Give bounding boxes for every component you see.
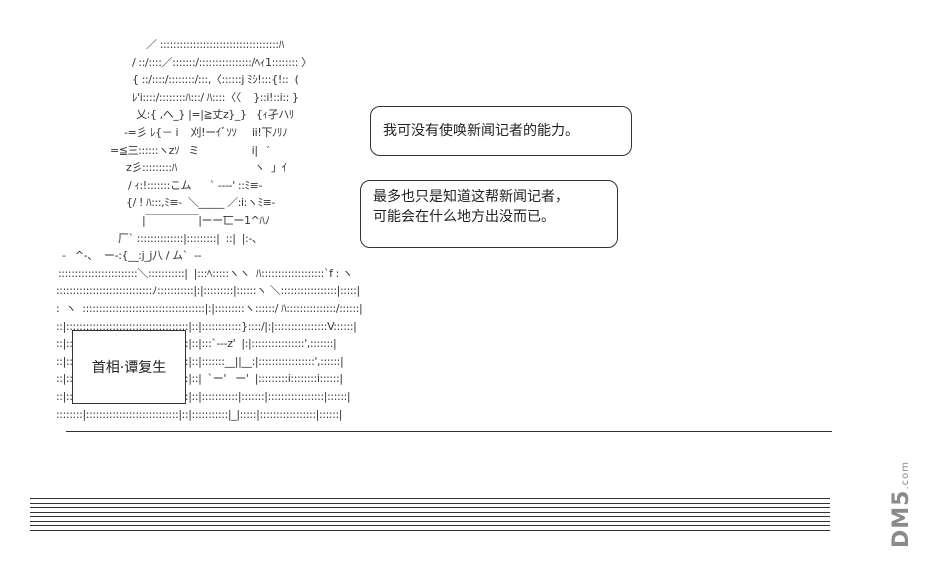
ascii-art-line: :::::::::::::::::::::::::::::ﾉ::::::::::…: [56, 284, 360, 297]
ascii-art-line: - ^-、 ー‐:{__:j_j八 / ム` -‐: [62, 249, 202, 262]
ascii-art-line: / ｨ:!:::::::こム ` ‐‐‐‐' ::ﾐ≡-: [128, 179, 263, 192]
ascii-art-line: z彡:::::::::ﾊ ヽ 」ｲ: [126, 161, 287, 174]
ascii-art-line: ﾚ'i::::/::::::::ﾊ:::/ ﾊ::::〈〈 }::i!::i::…: [132, 91, 299, 104]
desk-edge-line: [66, 431, 832, 432]
ascii-art-line: { ::/::::/::::::::/:::,〈::::::j ﾐｼ!:::{!…: [132, 73, 299, 86]
separator-line: [30, 516, 830, 522]
watermark-main-text: DM5: [888, 489, 914, 548]
ascii-art-line: 乂:{ ,ヘ_} |=|≧丈z}_} {ｨ孑ハﾘ: [136, 108, 294, 121]
speech-text-first: 我可没有使唤新闻记者的能力。: [383, 123, 579, 139]
separator-line: [30, 498, 830, 504]
ascii-art-line: ::::::::::::::::::::::::＼:::::::::::| |:…: [58, 267, 353, 280]
ascii-art-line: ::::::::|::::::::::::::::::::::::::::|::…: [56, 408, 343, 421]
ascii-art-line: 厂` ::::::::::::::|:::::::::| ::| |:-、: [118, 232, 263, 245]
ascii-art-line: {/ ! ﾊ:::,ﾐ≡- ＼_____ ／:i:ヽﾐ≡-: [126, 196, 276, 209]
nameplate-text: 首相·谭复生: [91, 360, 167, 376]
ascii-art-line: / ::/::::／:::::::/::::::::::::::::/ﾍｨ1::…: [132, 56, 312, 69]
nameplate-sign: 首相·谭复生: [72, 330, 186, 404]
ascii-art-line: ::|:::::::::::::::::::::::::::::::::::::…: [56, 320, 357, 333]
site-watermark-logo: DM5.com: [885, 452, 917, 556]
ascii-art-line: |￣￣￣￣￣|ーー匸ー1^ﾊﾉ: [142, 214, 270, 227]
speech-bubble-second: 最多也只是知道这帮新闻记者， 可能会在什么地方出没而已。: [360, 180, 618, 248]
speech-text-second-line-1: 最多也只是知道这帮新闻记者，: [373, 189, 569, 205]
separator-line: [30, 525, 830, 531]
speech-text-second-line-2: 可能会在什么地方出没而已。: [373, 209, 555, 225]
ascii-art-line: ／ ::::::::::::::::::::::::::::::::::::ﾊ: [146, 38, 284, 51]
ascii-art-line: =≦三::::::ヽzｿ ミ i| ′: [110, 144, 270, 157]
speech-bubble-first: 我可没有使唤新闻记者的能力。: [370, 106, 632, 156]
separator-line: [30, 507, 830, 513]
watermark-sub-text: .com: [899, 460, 911, 490]
ascii-art-line: : ヽ ::::::::::::::::::::::::::::::::::::…: [56, 302, 363, 315]
ascii-art-line: -=彡 ﾚ{－ i 刈!ーｲﾞｿｿ ii!下ﾉﾘﾉ: [124, 126, 288, 139]
